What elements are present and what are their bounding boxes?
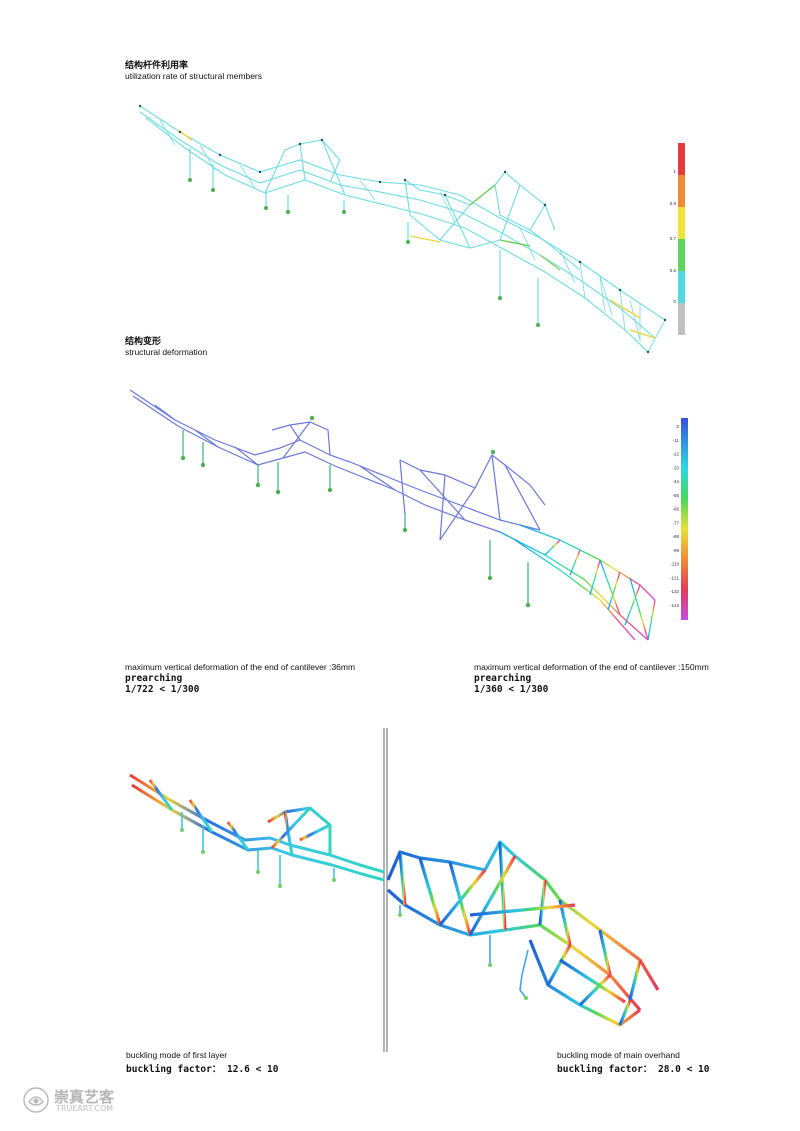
legend2-tick-label: -77 (672, 520, 679, 525)
legend2-tick-label: -121 (670, 575, 680, 580)
legend2-tick-label: -99 (672, 548, 679, 553)
deformation-note-left-line2: prearching (125, 673, 183, 684)
legend1-swatch (678, 239, 685, 271)
watermark-name: 崇真艺客 (54, 1088, 115, 1106)
utilization-title-cn: 结构杆件利用率 (125, 61, 189, 71)
legend2-tick-label: -22 (672, 452, 679, 457)
utilization-nodes (138, 104, 667, 354)
legend1-swatch (678, 175, 685, 207)
legend2-tick-label: -143 (670, 603, 680, 608)
deformation-title-cn: 结构变形 (125, 337, 162, 347)
legend2-tick-label: -132 (670, 589, 680, 594)
legend2-tick-label: -33 (672, 465, 679, 470)
legend1-tick-label: 0.5 (670, 268, 677, 273)
deformation-frame (129, 389, 546, 541)
legend2-bar (681, 418, 688, 620)
utilization-title-en: utilization rate of structural members (125, 71, 262, 81)
legend1-tick-label: 1 (673, 169, 676, 174)
legend1-swatch (678, 303, 685, 335)
legend2-tick-label: -55 (672, 493, 679, 498)
buckling-left-supports (180, 828, 336, 888)
legend2-tick-label: -44 (672, 479, 679, 484)
buckling-note-left-line2: buckling factor： 12.6 < 10 (126, 1064, 279, 1075)
utilization-frame (139, 105, 666, 353)
watermark-logo-icon (22, 1086, 50, 1114)
deformation-supports (180, 415, 531, 608)
legend1-swatch (678, 143, 685, 175)
legend2-tick-label: -11 (673, 438, 680, 443)
buckling-right-supports (398, 913, 528, 1000)
deformation-columns (182, 430, 529, 605)
deformation-title-en: structural deformation (125, 347, 208, 357)
buckling-note-right-line2: buckling factor： 28.0 < 10 (557, 1064, 710, 1075)
utilization-supports (188, 178, 540, 327)
legend1-tick-label: 0 (673, 299, 676, 304)
buckling-note-left-line1: buckling mode of first layer (126, 1050, 228, 1060)
deformation-note-left-line1: maximum vertical deformation of the end … (125, 662, 356, 672)
legend1-tick-label: 0.9 (670, 201, 677, 206)
legend1-tick-label: 0.7 (670, 236, 677, 241)
legend2-tick-label: -110 (670, 562, 679, 567)
legend1-swatch (678, 207, 685, 239)
legend2-tick-label: 0 (676, 424, 679, 429)
legend1-swatch (678, 271, 685, 303)
deformation-cantilever (499, 524, 656, 641)
watermark-site: TRUEART.COM (56, 1104, 114, 1113)
buckling-right-frame (386, 840, 660, 1027)
buckling-left-frame (129, 773, 385, 882)
deformation-note-right-line1: maximum vertical deformation of the end … (474, 662, 709, 672)
deformation-note-right-line2: prearching (474, 673, 532, 684)
buckling-note-right-line1: buckling mode of main overhand (557, 1050, 680, 1060)
deformation-note-left-line3: 1/722 < 1/300 (125, 684, 200, 695)
deformation-note-right-line3: 1/360 < 1/300 (474, 684, 549, 695)
legend2-tick-label: -88 (672, 534, 679, 539)
legend2-tick-label: -66 (672, 507, 679, 512)
